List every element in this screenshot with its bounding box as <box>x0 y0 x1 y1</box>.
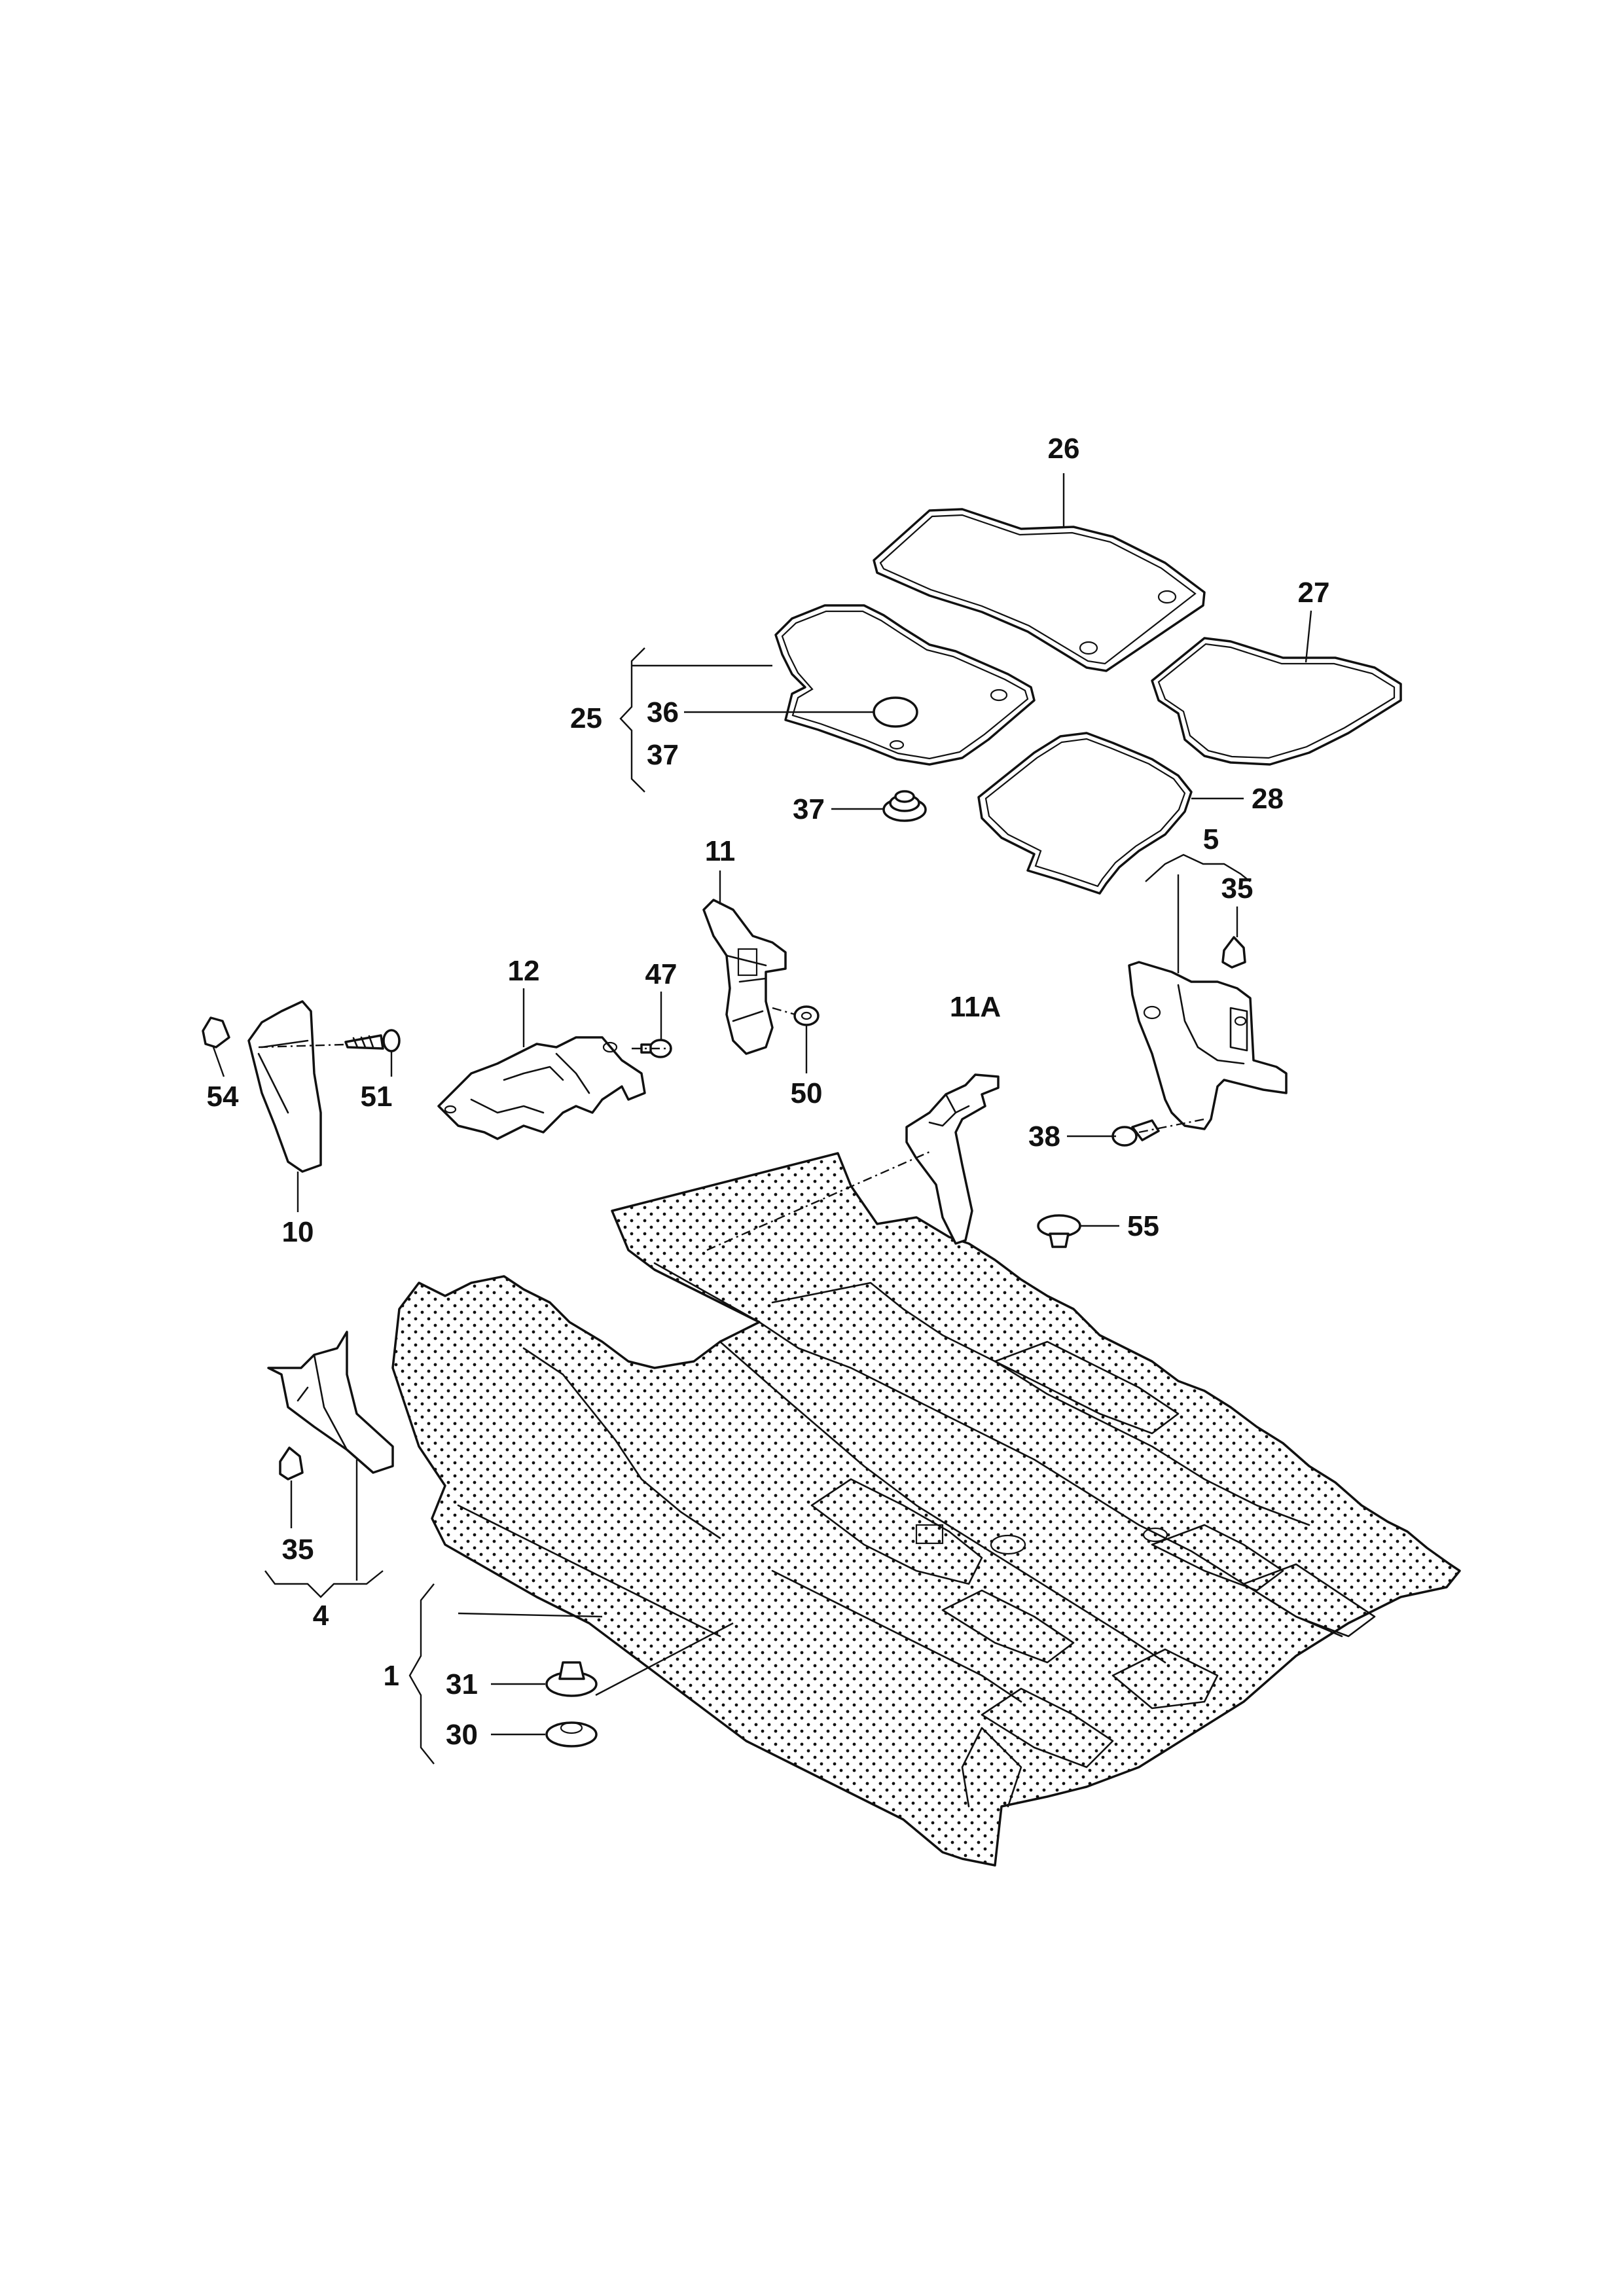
clip-31 <box>545 1661 598 1697</box>
floor-mat-28 <box>977 732 1193 895</box>
callout-5: 5 <box>1203 823 1219 855</box>
leader-lines <box>212 473 1312 1736</box>
group-braces <box>264 647 1251 1765</box>
callout-35-lower: 35 <box>282 1534 314 1566</box>
callout-28: 28 <box>1252 783 1284 815</box>
callout-12: 12 <box>508 955 540 987</box>
callout-4: 4 <box>313 1600 329 1632</box>
callout-25: 25 <box>570 702 602 734</box>
callout-35-upper: 35 <box>1221 872 1254 905</box>
callout-11: 11 <box>705 835 736 867</box>
trim-panel-4 <box>267 1331 394 1474</box>
callout-51: 51 <box>361 1081 393 1113</box>
callout-36: 36 <box>647 696 679 728</box>
callout-50: 50 <box>791 1077 823 1109</box>
callout-10: 10 <box>282 1216 314 1248</box>
clip-35-lower <box>279 1446 304 1480</box>
callout-27: 27 <box>1298 577 1330 609</box>
callout-47: 47 <box>645 958 677 990</box>
trim-panel-11 <box>702 899 787 1055</box>
floor-mat-27 <box>1151 637 1402 766</box>
callout-26: 26 <box>1048 433 1080 465</box>
callout-30: 30 <box>446 1719 478 1751</box>
clip-35-upper <box>1221 936 1246 969</box>
clip-30 <box>545 1721 598 1748</box>
trim-panel-12 <box>437 1036 646 1140</box>
callout-37-group: 37 <box>647 739 679 771</box>
grommet-37 <box>882 790 927 822</box>
callout-1: 1 <box>384 1660 399 1692</box>
callout-55: 55 <box>1127 1210 1159 1242</box>
callout-11A: 11A <box>950 991 1001 1023</box>
cap-55 <box>1037 1214 1081 1248</box>
push-pin-38 <box>1111 1119 1160 1147</box>
callout-38: 38 <box>1028 1121 1060 1153</box>
clip-50 <box>793 1005 820 1026</box>
clip-54 <box>202 1016 230 1049</box>
callout-37: 37 <box>793 793 825 825</box>
trim-panel-5 <box>1128 961 1288 1130</box>
floor-mat-25 <box>774 604 1036 766</box>
callout-54: 54 <box>207 1081 239 1113</box>
screw-51 <box>344 1029 401 1052</box>
trim-panel-10 <box>247 1000 322 1173</box>
floor-mat-26 <box>873 508 1206 672</box>
callout-31: 31 <box>446 1668 478 1700</box>
callout-labels: 26 27 25 36 37 37 28 11 5 35 12 47 11A 5… <box>207 433 1330 1751</box>
trim-panel-11A <box>905 1073 1000 1245</box>
floor-carpet <box>391 1152 1461 1867</box>
